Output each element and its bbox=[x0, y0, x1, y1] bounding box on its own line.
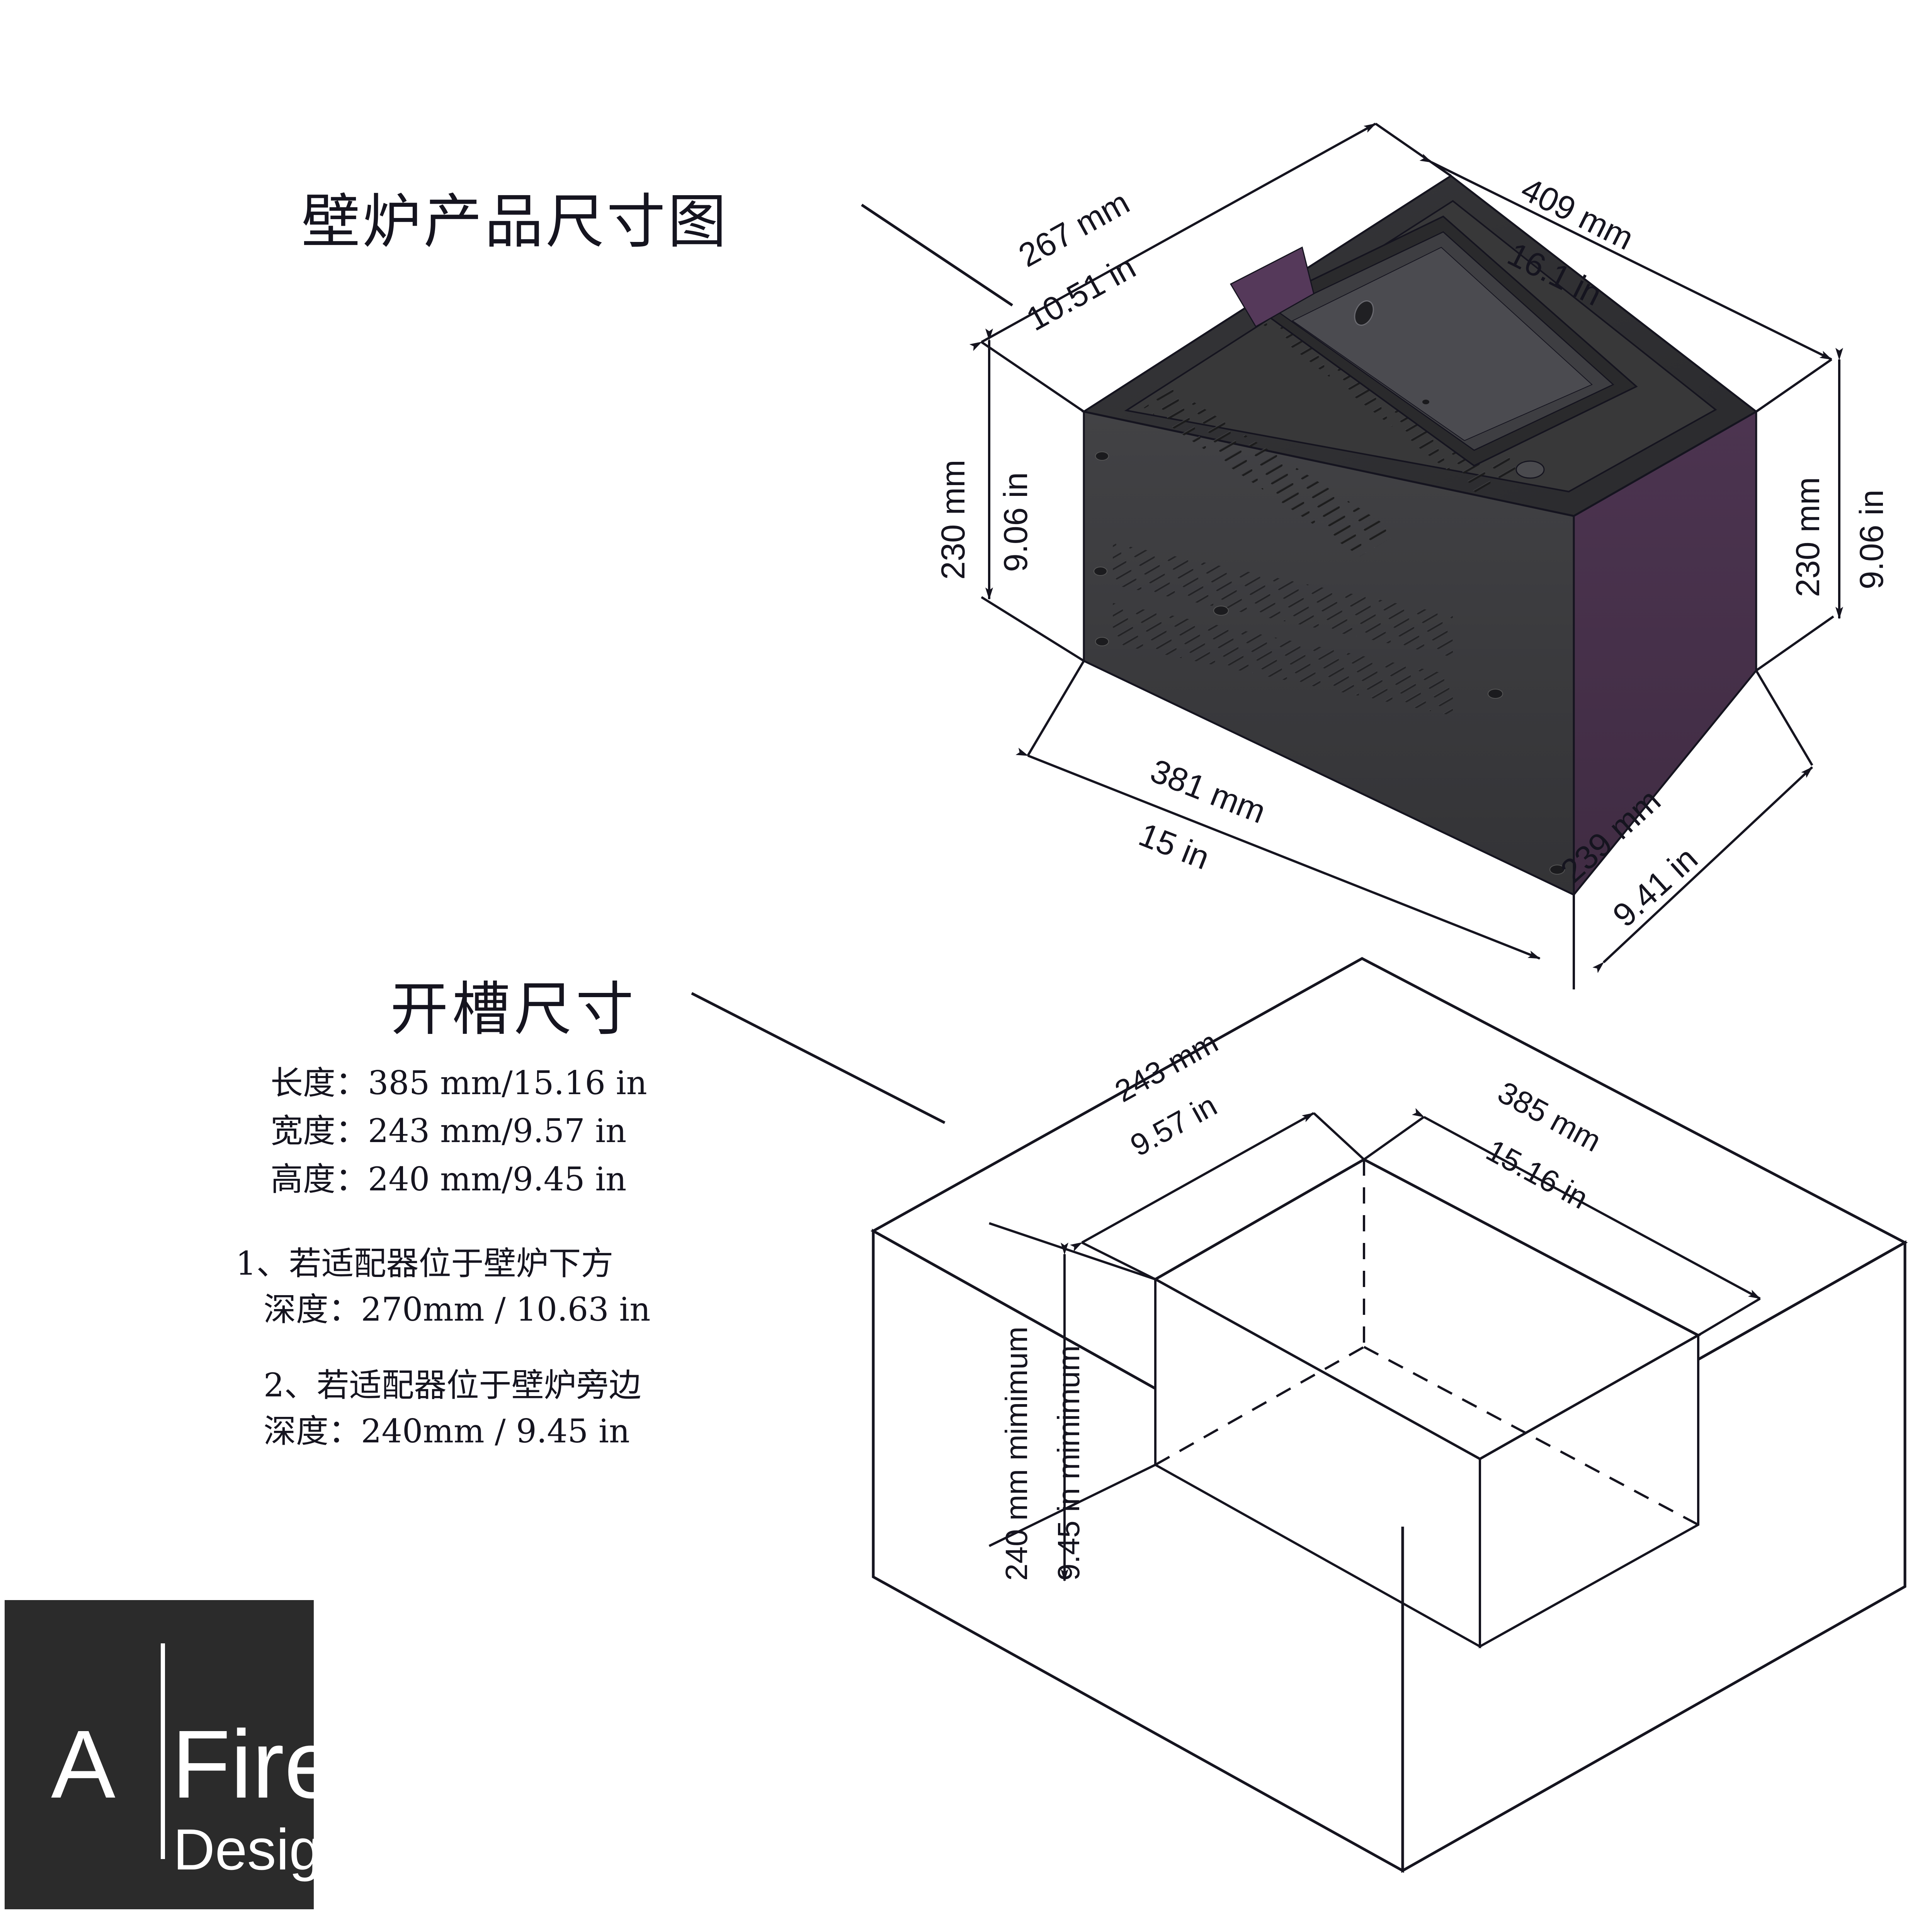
niche-spec-width: 宽度：243 mm/9.57 in bbox=[270, 1112, 627, 1150]
title-leader-lines bbox=[691, 204, 1013, 1124]
niche-dimensions-title: 开槽尺寸 bbox=[390, 976, 638, 1043]
dim-depth-239-in: 9.41 in bbox=[1605, 839, 1705, 935]
logo-letter-a: A bbox=[51, 1710, 116, 1818]
product-title-leader bbox=[861, 204, 1013, 306]
afire-design-logo: A Fire Design bbox=[5, 1600, 354, 1909]
product-dimension-lines bbox=[969, 123, 1843, 989]
ext-bottom-right bbox=[1755, 670, 1813, 766]
dimline-width-409 bbox=[1419, 153, 1832, 361]
ext-niche-243-a bbox=[1081, 1241, 1156, 1280]
product-front-vent-slots bbox=[1113, 543, 1453, 716]
dim-height-230-left-mm: 230 mm bbox=[935, 460, 972, 580]
niche-spec-length: 长度：385 mm/15.16 in bbox=[270, 1064, 647, 1102]
dim-niche-depth-mm: 240 mm mimimum bbox=[999, 1326, 1034, 1581]
product-top-hole bbox=[1515, 460, 1545, 479]
niche-title-leader bbox=[691, 992, 946, 1124]
product-top-pinhole bbox=[1422, 400, 1429, 404]
niche-notes: 1、若适配器位于壁炉下方 深度：270mm / 10.63 in 2、若适配器位… bbox=[236, 1241, 650, 1454]
dim-width-409-in: 16.1 in bbox=[1502, 235, 1608, 313]
ext-bottom-left bbox=[1027, 660, 1085, 756]
dim-height-230-right-in: 9.06 in bbox=[1853, 489, 1890, 589]
dimline-niche-243 bbox=[1070, 1112, 1315, 1252]
dim-width-381-mm: 381 mm bbox=[1145, 752, 1271, 831]
niche-note-1-value: 深度：270mm / 10.63 in bbox=[264, 1290, 651, 1329]
ext-niche-depth-a bbox=[989, 1222, 1156, 1280]
ext-top-apex bbox=[1375, 123, 1452, 177]
ext-top-right bbox=[1755, 358, 1832, 413]
dim-width-381-in: 15 in bbox=[1134, 815, 1215, 877]
niche-cavity-opening bbox=[1152, 1158, 1701, 1461]
ext-left-down bbox=[981, 596, 1085, 662]
logo-divider-bar bbox=[161, 1643, 165, 1859]
product-dimensions-title: 壁炉产品尺寸图 bbox=[301, 187, 729, 256]
product-top-face bbox=[1081, 174, 1758, 517]
niche-cavity-hidden-edges bbox=[1154, 1159, 1699, 1526]
product-ignition-port bbox=[1354, 300, 1374, 326]
niche-spec-list: 长度：385 mm/15.16 in 宽度：243 mm/9.57 in 高度：… bbox=[270, 1059, 647, 1203]
product-trough-purple-inset bbox=[1230, 246, 1315, 328]
dim-niche-depth-in: 9.45 in mimimum bbox=[1051, 1345, 1086, 1581]
niche-note-1-title: 1、若适配器位于壁炉下方 bbox=[236, 1245, 614, 1282]
product-front-screws bbox=[1094, 451, 1565, 875]
ext-niche-385-b bbox=[1697, 1297, 1761, 1336]
ext-top-left-a bbox=[981, 341, 1085, 413]
product-burner-trough bbox=[1254, 215, 1638, 467]
niche-dimension-lines bbox=[988, 1108, 1761, 1582]
product-top-vent-slots bbox=[1144, 288, 1530, 557]
niche-block-right-face bbox=[1401, 1240, 1906, 1873]
niche-cavity-left-wall bbox=[1154, 1277, 1481, 1649]
niche-note-2-value: 深度：240mm / 9.45 in bbox=[264, 1412, 630, 1450]
ext-niche-243-b bbox=[1313, 1112, 1365, 1161]
dimline-width-381 bbox=[1015, 747, 1541, 960]
ext-right-down bbox=[1755, 615, 1834, 672]
dim-height-230-right-mm: 230 mm bbox=[1789, 477, 1827, 597]
niche-note-2-title: 2、若适配器位于壁炉旁边 bbox=[264, 1366, 641, 1404]
ext-niche-385-a bbox=[1363, 1116, 1425, 1161]
logo-word-design: Design bbox=[173, 1817, 354, 1882]
dim-height-230-left-in: 9.06 in bbox=[997, 472, 1034, 572]
niche-spec-height: 高度：240 mm/9.45 in bbox=[270, 1160, 627, 1198]
niche-cavity-right-wall bbox=[1479, 1333, 1699, 1649]
niche-block-left-face bbox=[872, 1229, 1404, 1873]
logo-word-fire: Fire bbox=[172, 1710, 338, 1818]
